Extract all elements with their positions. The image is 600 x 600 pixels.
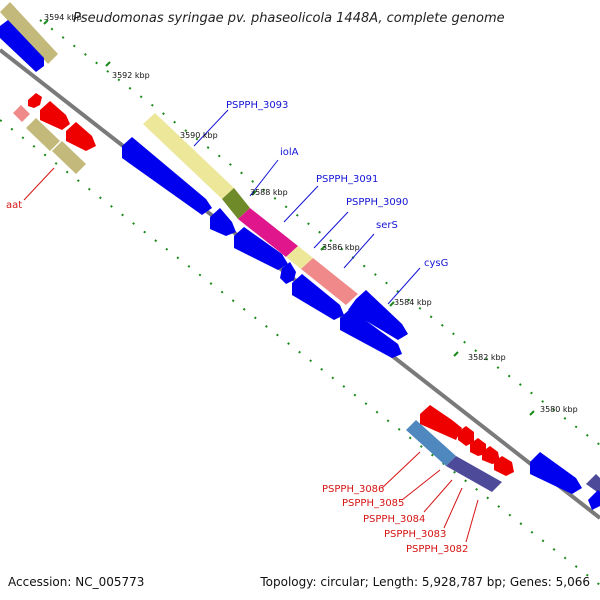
- gene-bar-slate-3085[interactable]: [446, 456, 502, 492]
- cds-arrow-iola[interactable]: [210, 208, 236, 236]
- tick-label-3586: 3586 kbp: [322, 243, 360, 252]
- cog-track: [0, 2, 600, 494]
- gene-label-pspph-3086[interactable]: PSPPH_3086: [322, 484, 384, 495]
- tick-label-3584: 3584 kbp: [394, 298, 432, 307]
- footer-summary: Topology: circular; Length: 5,928,787 bp…: [259, 575, 590, 589]
- gene-label-pspph-3083[interactable]: PSPPH_3083: [384, 529, 446, 540]
- red-gene-left-1[interactable]: [28, 93, 42, 108]
- gene-bar-khaki-top[interactable]: [0, 2, 58, 64]
- gene-label-pspph-3084[interactable]: PSPPH_3084: [363, 514, 425, 525]
- gene-label-aat[interactable]: aat: [6, 200, 22, 211]
- cds-arrow-3090[interactable]: [280, 262, 296, 284]
- footer-accession: Accession: NC_005773: [8, 575, 144, 589]
- tick-label-3592: 3592 kbp: [112, 71, 150, 80]
- map-title: Pseudomonas syringae pv. phaseolicola 14…: [73, 11, 505, 26]
- gene-bar-magenta-3091[interactable]: [238, 208, 298, 257]
- cds-track: [0, 20, 600, 510]
- tick-ring-outer: [39, 19, 600, 446]
- tick-label-3580: 3580 kbp: [540, 405, 578, 414]
- cds-arrow-sers[interactable]: [292, 274, 344, 320]
- label-leaders-red: [23, 167, 479, 543]
- gene-bar-salmon-left[interactable]: [13, 105, 30, 122]
- tick-label-3590: 3590 kbp: [180, 131, 218, 140]
- red-gene-left-3[interactable]: [66, 122, 96, 151]
- cds-arrow-cysg[interactable]: [348, 290, 408, 340]
- gene-bar-steel-3086[interactable]: [406, 420, 456, 466]
- gene-bar-khaki-left-1[interactable]: [26, 118, 60, 151]
- tick-labels: 3594 kbp 3592 kbp 3590 kbp 3588 kbp 3586…: [44, 13, 578, 414]
- label-leaders-blue: [193, 109, 421, 305]
- gene-label-pspph-3085[interactable]: PSPPH_3085: [342, 498, 404, 509]
- tick-label-3588: 3588 kbp: [250, 188, 288, 197]
- tick-label-3594: 3594 kbp: [44, 13, 82, 22]
- cds-arrow-3093[interactable]: [122, 137, 212, 215]
- cds-arrow-3091[interactable]: [234, 227, 288, 270]
- gene-bar-salmon-sers[interactable]: [301, 258, 358, 305]
- gene-bar-olive-iola[interactable]: [222, 188, 250, 219]
- gene-labels: PSPPH_3093 iolA PSPPH_3091 PSPPH_3090 se…: [6, 100, 468, 555]
- gene-label-iola[interactable]: iolA: [280, 147, 299, 158]
- gene-label-cysg[interactable]: cysG: [424, 258, 448, 269]
- gene-bar-slate-right[interactable]: [586, 474, 600, 494]
- gene-bar-yellow-3090[interactable]: [286, 246, 313, 269]
- red-gene-right-4[interactable]: [482, 446, 500, 464]
- cds-arrow-edge-right[interactable]: [588, 490, 600, 510]
- tick-ring-inner: [0, 119, 600, 586]
- red-gene-right-5[interactable]: [494, 456, 514, 476]
- gene-label-pspph-3093[interactable]: PSPPH_3093: [226, 100, 288, 111]
- red-gene-left-2[interactable]: [40, 101, 70, 130]
- gene-bar-khaki-left-2[interactable]: [52, 141, 86, 174]
- gene-label-pspph-3090[interactable]: PSPPH_3090: [346, 197, 408, 208]
- gene-bar-yellow-3093[interactable]: [143, 113, 234, 199]
- red-gene-right-3[interactable]: [470, 438, 486, 456]
- tick-label-3582: 3582 kbp: [468, 353, 506, 362]
- rna-track: [28, 93, 514, 476]
- gene-label-pspph-3082[interactable]: PSPPH_3082: [406, 544, 468, 555]
- cds-arrow-top[interactable]: [0, 20, 44, 72]
- cds-arrow-inner-right[interactable]: [340, 309, 402, 358]
- cds-arrow-far-right[interactable]: [530, 452, 582, 494]
- red-gene-right-1[interactable]: [420, 405, 462, 440]
- red-gene-right-2[interactable]: [458, 426, 474, 446]
- gene-label-sers[interactable]: serS: [376, 220, 398, 231]
- gene-label-pspph-3091[interactable]: PSPPH_3091: [316, 174, 378, 185]
